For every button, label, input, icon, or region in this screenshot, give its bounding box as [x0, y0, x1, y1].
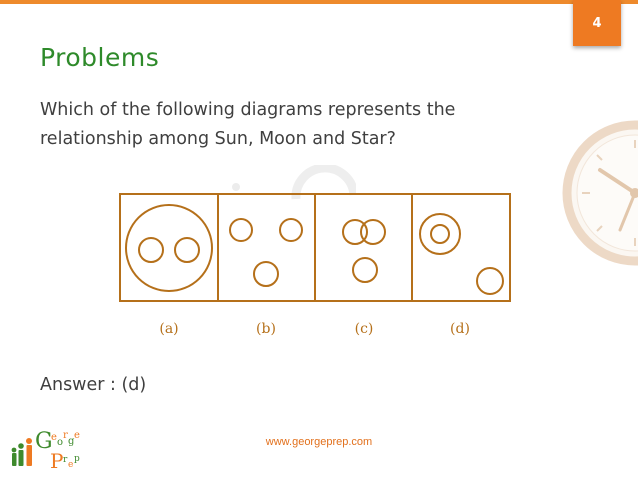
option-b-figure [229, 218, 303, 287]
option-c-figure [342, 219, 386, 283]
question-text: Which of the following diagrams represen… [40, 100, 456, 149]
top-accent-bar [0, 0, 638, 4]
slide-title: Problems [40, 43, 160, 72]
svg-text:r: r [63, 430, 68, 441]
option-diagrams: (a) (b) (c) (d) [119, 193, 511, 337]
watermark-decoration [232, 165, 356, 200]
svg-text:e: e [68, 460, 73, 470]
georgeprep-logo: G e o r g e P r e p [11, 429, 80, 472]
svg-text:e: e [51, 432, 57, 443]
svg-text:p: p [74, 454, 80, 464]
option-b-label: (b) [256, 321, 276, 337]
svg-text:r: r [63, 455, 68, 465]
answer-text: Answer : (d) [40, 375, 147, 395]
svg-text:G: G [35, 429, 53, 454]
svg-text:g: g [68, 436, 75, 447]
page-number-badge: 4 [573, 0, 621, 46]
option-d-figure [419, 213, 504, 295]
option-a-figure [125, 204, 213, 292]
svg-text:o: o [57, 437, 63, 448]
svg-text:P: P [50, 449, 63, 472]
clock-icon [562, 120, 638, 266]
page-number: 4 [592, 15, 602, 31]
option-c-label: (c) [355, 321, 374, 337]
svg-text:e: e [74, 430, 80, 441]
footer-url[interactable]: www.georgeprep.com [265, 436, 373, 448]
option-a-label: (a) [159, 321, 178, 337]
option-d-label: (d) [450, 321, 470, 337]
